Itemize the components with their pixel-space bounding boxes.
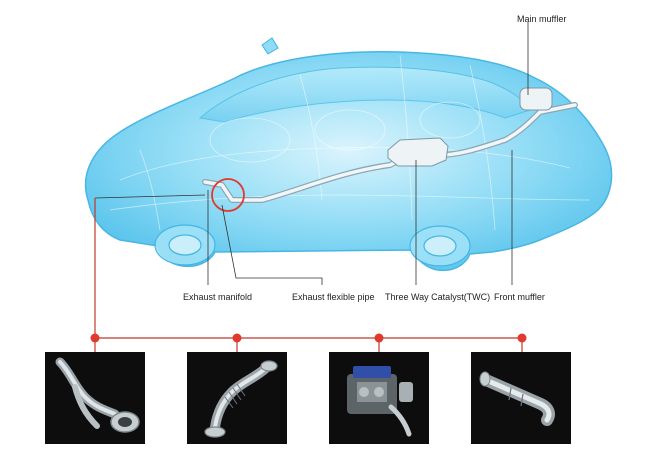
manifold-highlight-circle	[211, 178, 245, 212]
label-three-way-catalyst: Three Way Catalyst(TWC)	[385, 292, 491, 302]
label-exhaust-flexible-pipe: Exhaust flexible pipe	[292, 292, 375, 302]
thumbnail-front-muffler	[471, 352, 571, 444]
catalyst-body	[387, 137, 449, 167]
main-muffler-body	[519, 87, 553, 111]
connector-dot	[374, 333, 384, 343]
front-muffler-photo-icon	[479, 371, 555, 426]
catalyst-engine-photo-icon	[347, 366, 413, 437]
connector-dots	[90, 333, 527, 343]
car-wheels	[154, 224, 471, 267]
label-main-muffler: Main muffler	[517, 14, 567, 24]
thumbnail-catalyst	[329, 352, 429, 444]
thumbnail-exhaust-flexible-pipe	[187, 352, 287, 444]
side-mirror	[261, 37, 279, 55]
label-exhaust-manifold: Exhaust manifold	[183, 292, 253, 302]
callout-lines	[94, 22, 529, 285]
exhaust-manifold-photo-icon	[55, 357, 140, 433]
thumbnail-exhaust-manifold	[45, 352, 145, 444]
flexible-pipe-photo-icon	[204, 360, 278, 438]
label-front-muffler: Front muffler	[494, 292, 545, 302]
car-windows	[198, 66, 531, 123]
connector-dot	[232, 333, 242, 343]
car-wireframe	[109, 54, 591, 231]
connector-dot	[90, 333, 100, 343]
connector-dot	[517, 333, 527, 343]
